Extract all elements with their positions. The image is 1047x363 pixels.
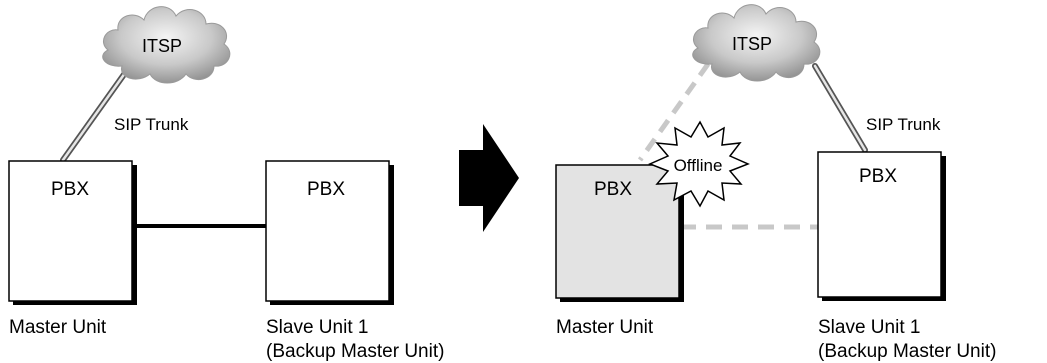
transition-arrow	[459, 124, 519, 232]
slave-pbx-box-left	[265, 160, 394, 305]
itsp-label-right: ITSP	[732, 34, 772, 54]
slave-unit-caption-left-1: Slave Unit 1	[266, 317, 368, 338]
sip-trunk-label-right: SIP Trunk	[866, 115, 941, 134]
offline-label: Offline	[674, 156, 723, 175]
slave-unit-caption-right-1: Slave Unit 1	[818, 317, 920, 338]
master-pbx-box-right-offline	[555, 164, 684, 302]
slave-unit-caption-left-2: (Backup Master Unit)	[266, 341, 444, 362]
master-pbx-label-left: PBX	[51, 179, 89, 200]
master-unit-caption-right: Master Unit	[556, 317, 654, 338]
broken-trunk-link-right	[637, 62, 711, 162]
slave-unit-caption-right-2: (Backup Master Unit)	[818, 341, 996, 362]
slave-pbx-label-right: PBX	[859, 166, 897, 187]
master-pbx-label-right: PBX	[594, 179, 632, 200]
sip-trunk-line-left	[60, 63, 133, 163]
slave-pbx-box-right	[817, 151, 946, 301]
right-scenario: ITSP SIP Trunk PBX Offline PBX Master Un…	[555, 4, 996, 362]
master-pbx-box-left	[8, 160, 137, 305]
left-scenario: ITSP SIP Trunk PBX PBX Master Unit Slave…	[8, 6, 444, 362]
offline-burst	[648, 120, 750, 208]
itsp-label-left: ITSP	[142, 36, 182, 56]
slave-pbx-label-left: PBX	[307, 179, 345, 200]
sip-trunk-label-left: SIP Trunk	[114, 115, 189, 134]
master-unit-caption-left: Master Unit	[9, 317, 107, 338]
sip-trunk-line-right	[812, 63, 868, 153]
